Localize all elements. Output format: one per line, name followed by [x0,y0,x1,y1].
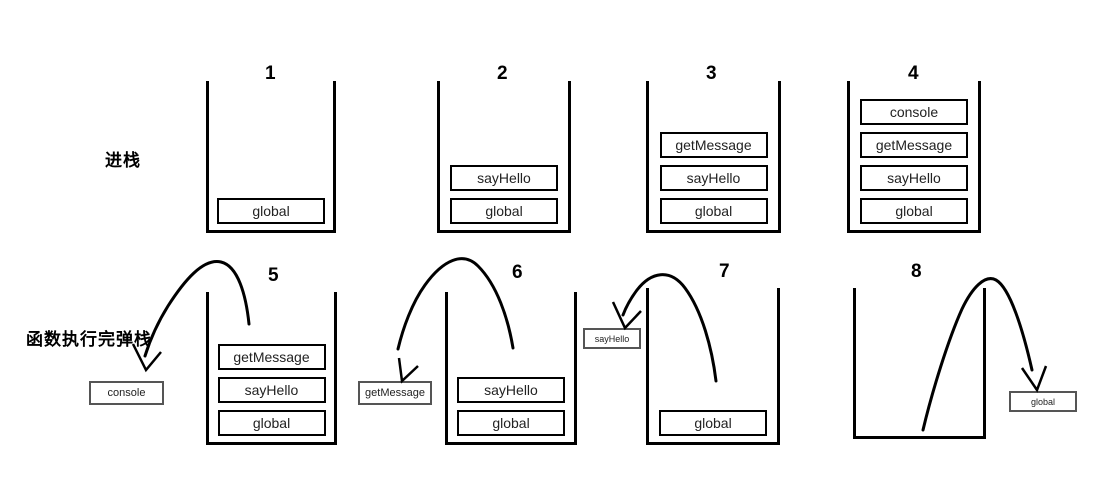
stack-container-3: getMessage sayHello global [646,81,781,233]
popped-frame-sayhello: sayHello [583,328,641,349]
stack-number-5: 5 [268,265,279,286]
stack-frame: sayHello [457,377,565,403]
popped-frame-console: console [89,381,164,405]
stack-number-1: 1 [265,63,276,84]
stack-container-5: getMessage sayHello global [206,292,337,445]
stack-frame: global [659,410,767,436]
stack-number-6: 6 [512,262,523,283]
stack-frame: global [450,198,558,224]
stack-frame: global [659,198,768,224]
stack-number-4: 4 [908,63,919,84]
label-push-stack: 进栈 [105,151,141,170]
popped-frame-global: global [1009,391,1077,412]
stack-frame: sayHello [217,377,326,403]
stack-frame: getMessage [217,344,326,370]
stack-container-4: console getMessage sayHello global [847,81,981,233]
stack-number-8: 8 [911,261,922,282]
popped-frame-getmessage: getMessage [358,381,432,405]
stack-number-2: 2 [497,63,508,84]
stack-container-8 [853,288,986,439]
stack-frame: getMessage [860,132,968,158]
stack-number-3: 3 [706,63,717,84]
stack-container-6: sayHello global [445,292,577,445]
stack-container-7: global [646,288,780,445]
stack-frame: sayHello [659,165,768,191]
label-pop-stack: 函数执行完弹栈 [26,330,152,349]
stack-frame: global [217,198,325,224]
stack-frame: sayHello [860,165,968,191]
stack-number-7: 7 [719,261,730,282]
stack-frame: sayHello [450,165,558,191]
stack-frame: getMessage [659,132,768,158]
stack-container-2: sayHello global [437,81,571,233]
stack-frame: global [860,198,968,224]
stack-frame: global [217,410,326,436]
stack-container-1: global [206,81,336,233]
stack-frame: global [457,410,565,436]
stack-frame: console [860,99,968,125]
